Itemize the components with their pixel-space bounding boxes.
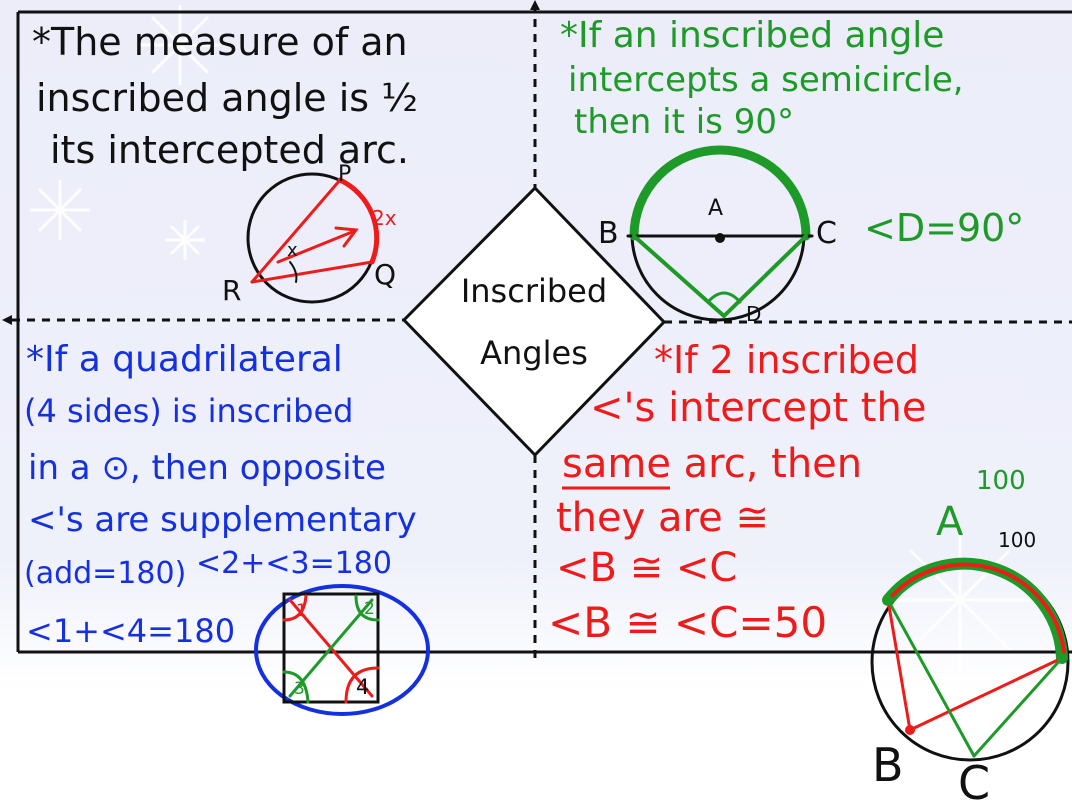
semicircle-diagram xyxy=(626,145,814,322)
bl-line-1: *If a quadrilateral xyxy=(26,339,343,380)
tl-line-1: *The measure of an xyxy=(32,20,408,64)
label-r: R xyxy=(222,274,242,307)
label-2x: 2x xyxy=(372,206,397,230)
label-q: Q xyxy=(374,258,397,291)
label-a: A xyxy=(708,196,724,221)
label-x: x xyxy=(287,240,298,261)
bl-line-4: <'s are supplementary xyxy=(28,500,417,540)
fold-arrow-up xyxy=(530,0,540,10)
tl-line-3: its intercepted arc. xyxy=(50,128,409,172)
tr-line-2: intercepts a semicircle, xyxy=(568,60,964,100)
bl-line-3: in a ⊙, then opposite xyxy=(28,448,386,488)
center-title-line1: Inscribed xyxy=(460,272,608,310)
tl-line-2: inscribed angle is ½ xyxy=(36,76,418,120)
label-d: D xyxy=(746,302,762,326)
snowflake-decorations xyxy=(30,5,1030,700)
inscribed-angle-diagram xyxy=(246,172,380,304)
supplementary-eq-2-3: <2+<3=180 xyxy=(196,546,392,581)
right-angle-result: <D=90° xyxy=(864,206,1025,250)
quadrilateral-diagram: 1 2 3 4 xyxy=(254,584,430,716)
supplementary-eq-1-4: <1+<4=180 xyxy=(26,612,236,650)
congruent-eq: <B ≅ <C xyxy=(556,545,738,591)
same-arc-diagram xyxy=(870,557,1070,762)
br-line-2: <'s intercept the xyxy=(590,385,927,431)
tr-line-3: then it is 90° xyxy=(574,102,794,142)
quad-angle-1: 1 xyxy=(296,601,307,621)
br-line-3: same arc, then xyxy=(562,441,863,487)
label-c: C xyxy=(816,216,837,251)
fold-arrow-left xyxy=(2,315,12,325)
arc-label-a: A xyxy=(936,499,964,545)
arc-measure-small: 100 xyxy=(998,528,1037,552)
center-title-line2: Angles xyxy=(480,334,588,372)
quad-angle-4: 4 xyxy=(356,675,369,699)
bl-line-2: (4 sides) is inscribed xyxy=(24,392,354,430)
bl-line-5: (add=180) xyxy=(24,556,187,591)
label-b: B xyxy=(598,216,619,251)
tr-line-1: *If an inscribed angle xyxy=(560,15,945,56)
quad-angle-2: 2 xyxy=(364,599,375,619)
center-diamond xyxy=(401,185,667,458)
label-p: P xyxy=(338,162,352,187)
label-b-vertex: B xyxy=(872,738,904,792)
congruent-value-eq: <B ≅ <C=50 xyxy=(548,598,828,647)
br-line-4: they are ≅ xyxy=(556,495,769,541)
quad-angle-3: 3 xyxy=(294,679,305,699)
arc-measure: 100 xyxy=(976,466,1026,496)
label-c-vertex: C xyxy=(958,756,991,809)
br-line-1: *If 2 inscribed xyxy=(654,338,920,382)
